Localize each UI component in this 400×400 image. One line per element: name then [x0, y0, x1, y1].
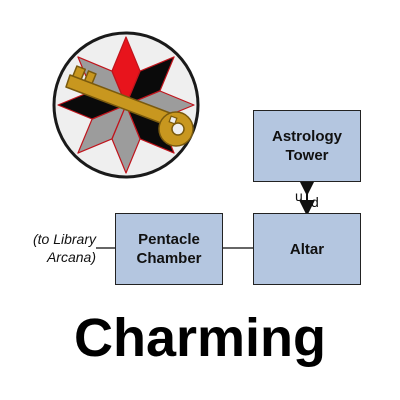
room-altar: Altar	[253, 213, 361, 285]
key-icon	[65, 65, 194, 147]
star-key-emblem-icon	[52, 31, 200, 179]
map-title: Charming	[73, 308, 327, 368]
room-astrology-tower-label: Astrology Tower	[271, 128, 342, 164]
room-pentacle-chamber: Pentacle Chamber	[115, 213, 223, 285]
west-exit-note: (to Library Arcana)	[32, 231, 96, 265]
room-pentacle-chamber-label: Pentacle Chamber	[136, 231, 202, 267]
exit-down-label: d	[311, 194, 319, 210]
exit-up-label: u	[295, 188, 303, 204]
room-altar-label: Altar	[289, 240, 325, 258]
room-astrology-tower: Astrology Tower	[253, 110, 361, 182]
